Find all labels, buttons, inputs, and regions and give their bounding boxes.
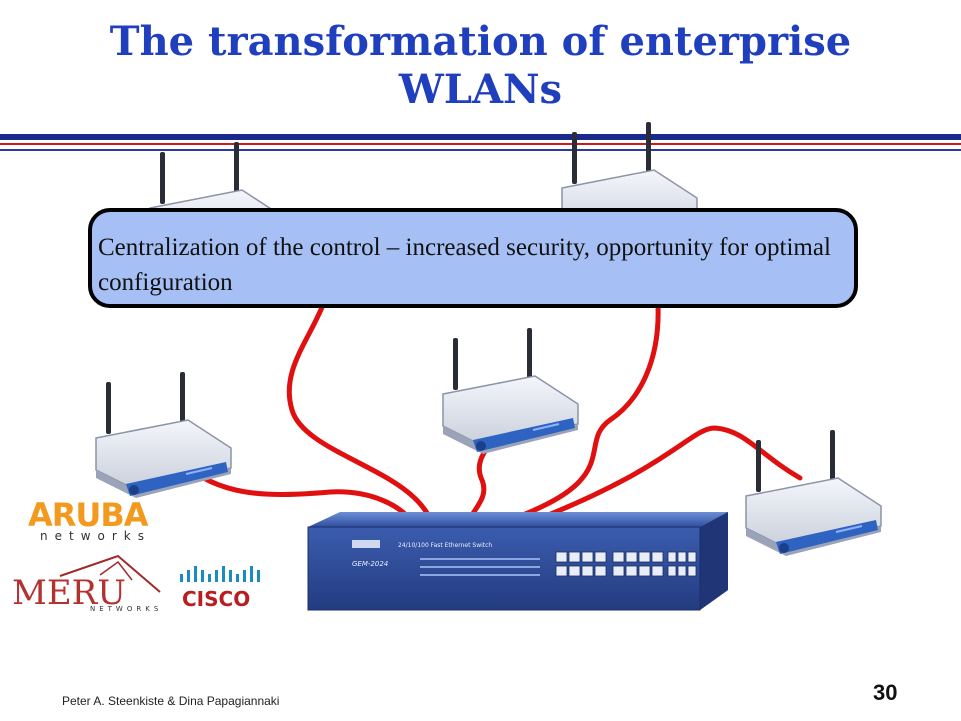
meru-logo-sub: NETWORKS xyxy=(90,605,162,613)
slide-title-line-1: The transformation of enterprise xyxy=(109,18,852,65)
wireless-router-right xyxy=(745,429,882,557)
cisco-logo: CISCO xyxy=(180,566,260,611)
ethernet-switch: 24/10/100 Fast Ethernet Switch GEM-2024 xyxy=(307,512,728,611)
title-rule-thin xyxy=(0,149,961,151)
page-number: 30 xyxy=(873,680,898,705)
cable-top-left-router xyxy=(286,297,435,527)
callout-box: Centralization of the control – increase… xyxy=(88,208,858,308)
footer-credit: Peter A. Steenkiste & Dina Papagiannaki xyxy=(62,694,280,708)
title-rule-red xyxy=(0,143,961,145)
cisco-logo-name: CISCO xyxy=(182,587,250,611)
meru-logo-name: MERU xyxy=(12,573,126,613)
aruba-logo-name: ARUBA xyxy=(28,496,149,534)
aruba-logo: ARUBA networks xyxy=(28,496,151,543)
switch-caption: 24/10/100 Fast Ethernet Switch xyxy=(398,542,492,549)
wireless-router-left xyxy=(95,371,232,499)
cable-left-router xyxy=(177,459,415,525)
title-rule-blue xyxy=(0,134,961,140)
slide-title-line-2: WLANs xyxy=(398,66,563,113)
aruba-logo-sub: networks xyxy=(40,529,151,543)
cable-right-router xyxy=(517,425,803,529)
switch-ports xyxy=(555,551,697,577)
cable-top-right-router xyxy=(495,302,661,527)
slide-title: The transformation of enterprise WLANs xyxy=(0,18,961,114)
meru-logo: MERU NETWORKS xyxy=(12,554,162,613)
switch-model: GEM-2024 xyxy=(352,560,388,568)
ethernet-cables xyxy=(177,297,803,529)
wireless-router-center xyxy=(442,327,579,455)
